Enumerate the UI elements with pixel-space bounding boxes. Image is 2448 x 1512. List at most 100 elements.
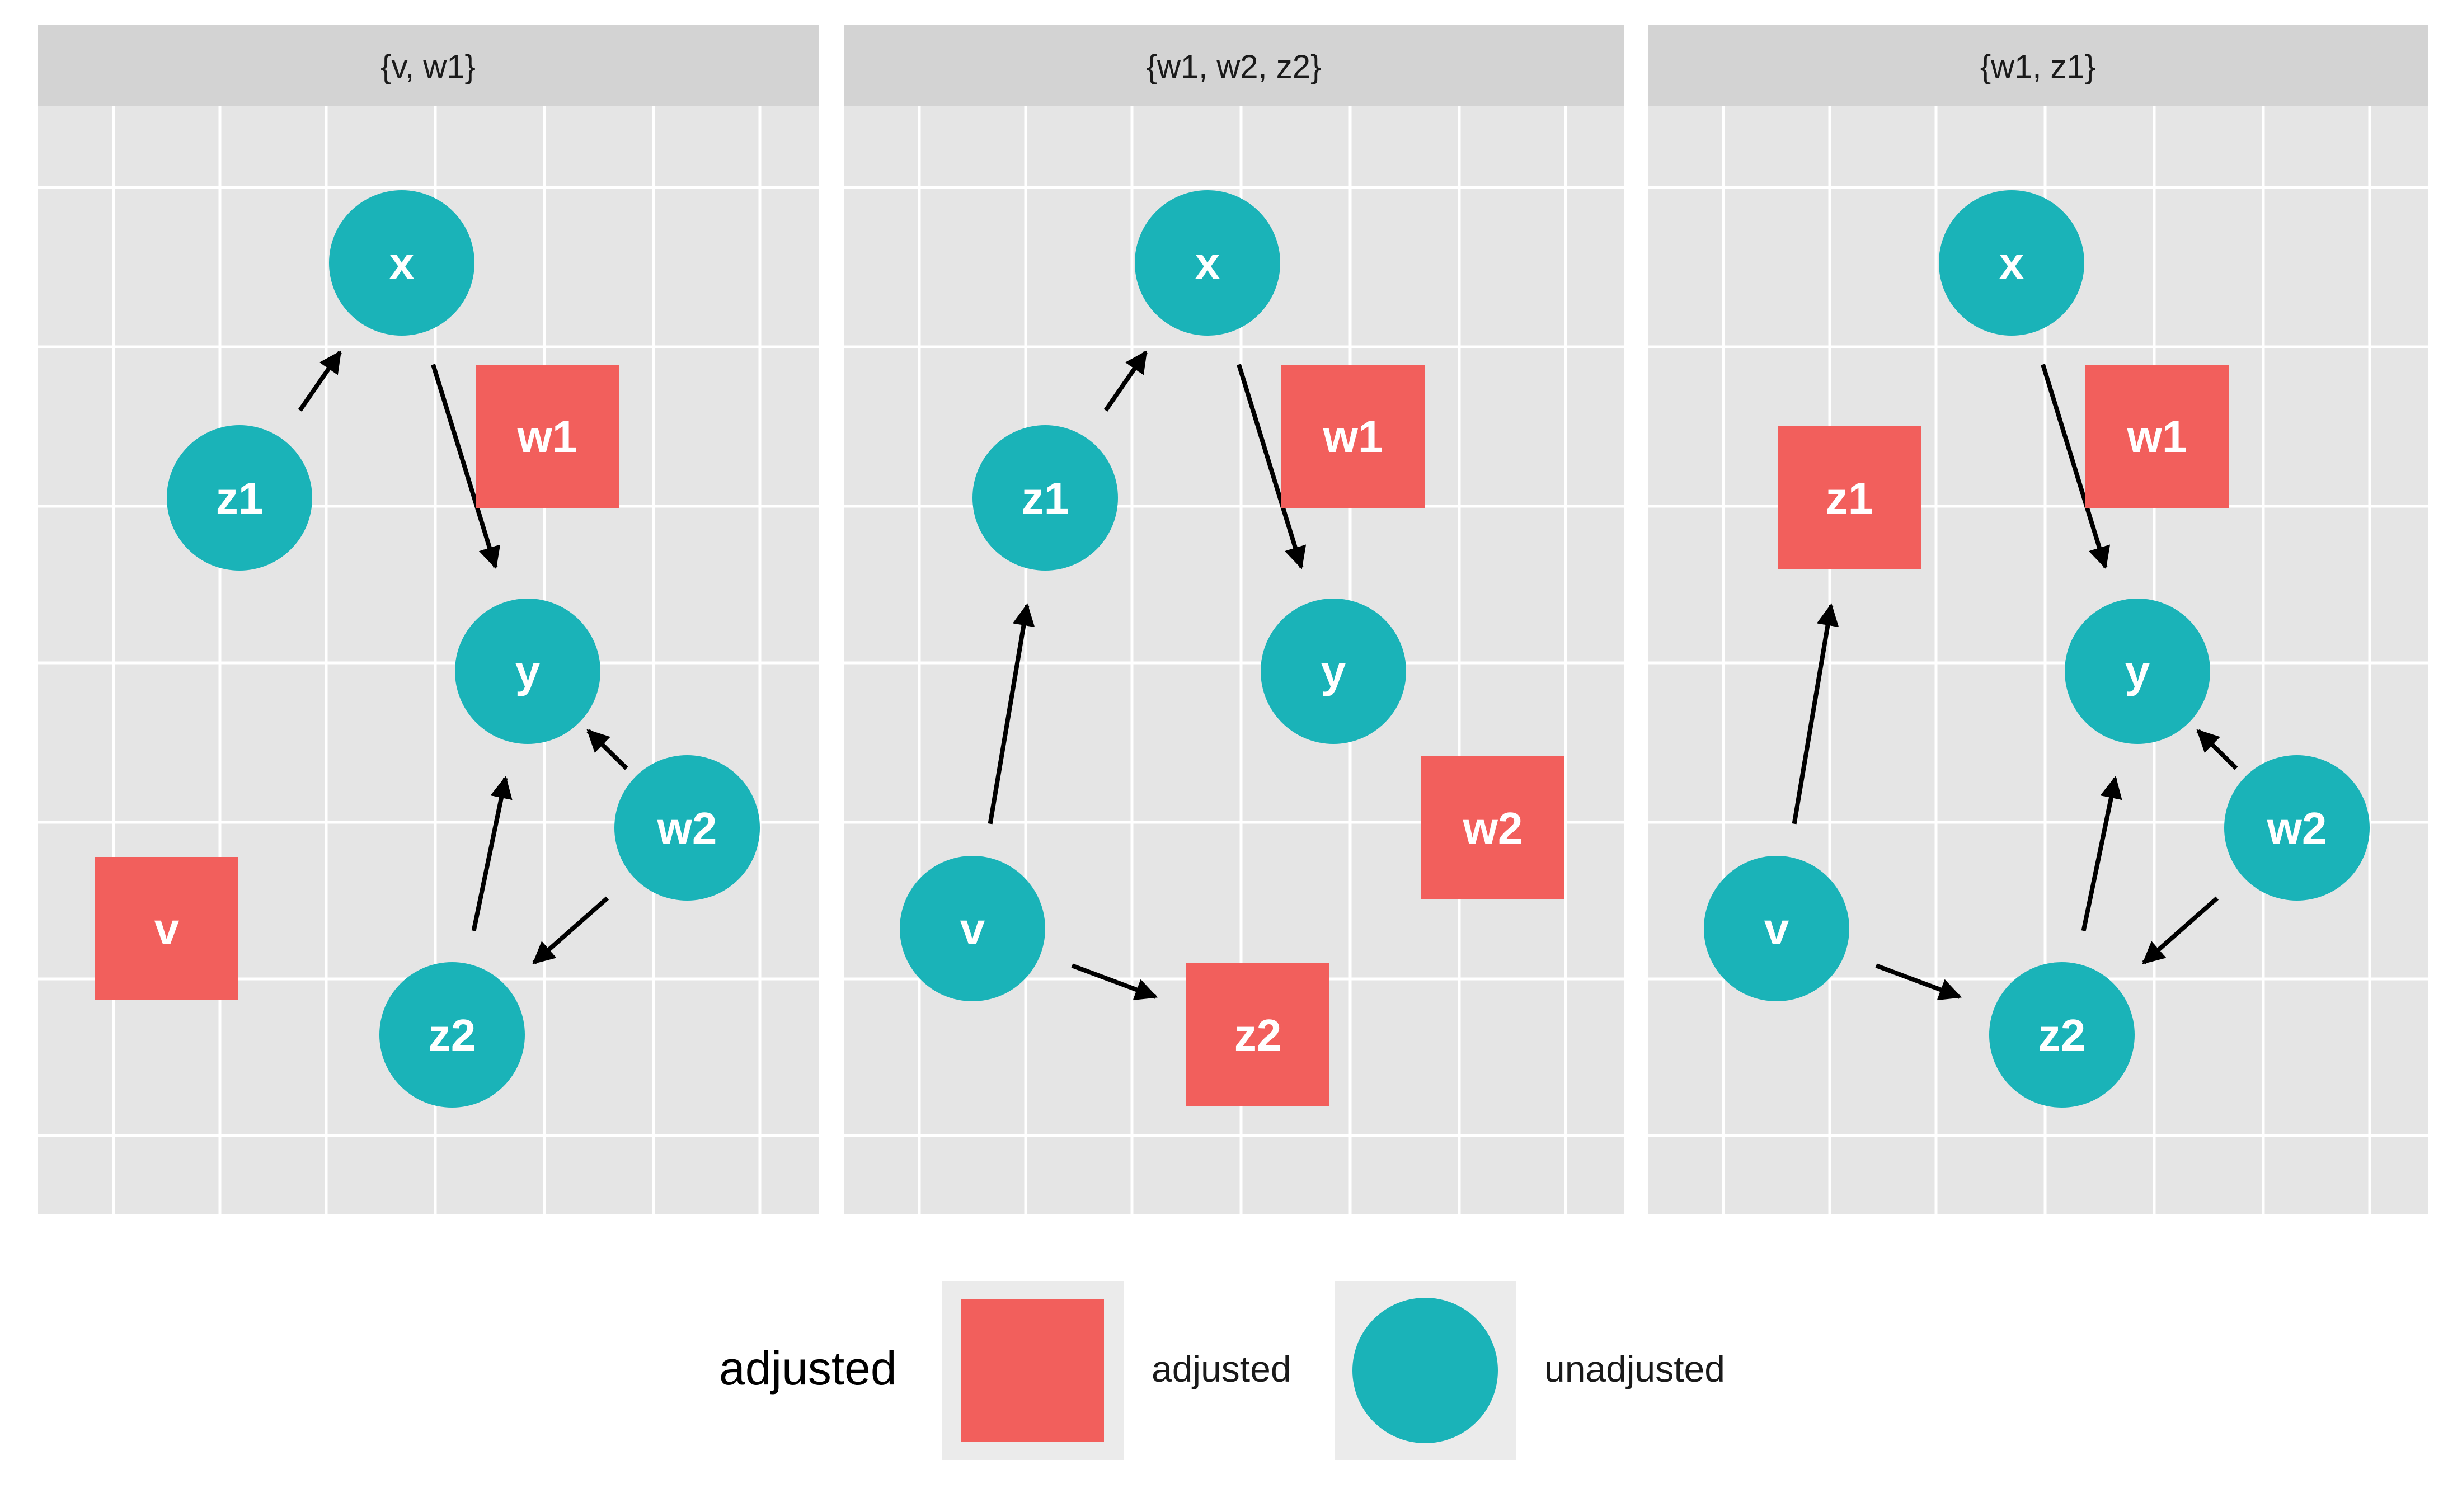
panel-title: {w1, w2, z2} (1147, 49, 1322, 85)
node-y: y (2065, 599, 2210, 744)
edge-w2-to-z2 (532, 896, 609, 965)
node-label-y: y (2125, 647, 2150, 696)
edge-v-to-z2 (1875, 963, 1962, 1001)
node-label-w1: w1 (517, 412, 577, 461)
node-square-z1 (1778, 426, 1921, 569)
node-label-w2: w2 (2267, 803, 2327, 853)
panel-title: {w1, z1} (1980, 49, 2095, 85)
edge-w2-to-y (586, 729, 628, 770)
node-label-v: v (1764, 904, 1789, 954)
node-circle-y (2065, 599, 2210, 744)
node-z1: z1 (1778, 426, 1921, 569)
panel-title: {v, w1} (380, 49, 476, 85)
node-circle-y (1261, 599, 1406, 744)
node-square-z2 (1186, 963, 1329, 1106)
node-circle-y (455, 599, 600, 744)
legend-label-unadjusted: unadjusted (1544, 1348, 1725, 1389)
panel-nodes: x w1 z1 y w2 v z2 (1704, 190, 2370, 1108)
node-circle-v (1704, 856, 1849, 1001)
edge-z2-to-y (471, 775, 513, 931)
node-label-z2: z2 (429, 1010, 476, 1060)
node-z1: z1 (167, 425, 312, 571)
node-circle-w2 (614, 755, 760, 901)
node-circle-z2 (379, 962, 525, 1108)
edge-x-to-y (431, 364, 501, 569)
node-label-y: y (1321, 647, 1346, 696)
node-label-v: v (960, 904, 985, 954)
edge-z1-to-x (1103, 350, 1148, 412)
node-square-v (95, 857, 238, 1000)
node-circle-z2 (1989, 962, 2135, 1108)
edge-x-to-y (1237, 364, 1307, 569)
panel-strip (1648, 25, 2428, 106)
legend-circle-icon (1352, 1298, 1498, 1443)
node-x: x (1939, 190, 2084, 336)
edge-v-to-z2 (1071, 963, 1158, 1001)
panel-strip (844, 25, 1624, 106)
node-circle-v (900, 856, 1045, 1001)
node-label-z2: z2 (1234, 1010, 1282, 1060)
node-circle-x (329, 190, 474, 336)
node-square-w2 (1421, 756, 1564, 899)
panel-3: {w1, z1} x w1 z1 y w2 v z2 (1648, 25, 2428, 1214)
node-label-x: x (1195, 238, 1220, 288)
node-x: x (1135, 190, 1280, 336)
panel-edges (988, 350, 1307, 1001)
edge-v-to-z1 (988, 603, 1035, 825)
node-v: v (95, 857, 238, 1000)
node-w2: w2 (1421, 756, 1564, 899)
node-w1: w1 (476, 365, 619, 508)
edge-x-to-y (2041, 364, 2111, 569)
node-label-x: x (389, 238, 415, 288)
node-circle-w2 (2224, 755, 2370, 901)
node-label-w2: w2 (1463, 803, 1523, 853)
node-w1: w1 (2085, 365, 2229, 508)
node-label-w1: w1 (2127, 412, 2187, 461)
node-label-z1: z1 (216, 473, 264, 523)
node-square-w1 (2085, 365, 2229, 508)
node-v: v (900, 856, 1045, 1001)
node-label-w1: w1 (1323, 412, 1383, 461)
panel-2: {w1, w2, z2} x w1 z1 y w2 v z2 (844, 25, 1624, 1214)
node-z2: z2 (1989, 962, 2135, 1108)
node-label-w2: w2 (657, 803, 717, 853)
edge-w2-to-y (2196, 729, 2238, 770)
node-y: y (455, 599, 600, 744)
edge-z2-to-y (2081, 775, 2122, 931)
panel-edges (1792, 364, 2238, 1001)
node-label-z1: z1 (1826, 473, 1873, 523)
legend-label-adjusted: adjusted (1152, 1348, 1291, 1389)
node-x: x (329, 190, 474, 336)
node-z1: z1 (972, 425, 1118, 571)
panel-edges (298, 350, 628, 965)
node-label-v: v (154, 904, 180, 954)
node-circle-z1 (972, 425, 1118, 571)
panel-nodes: x w1 z1 y w2 v z2 (95, 190, 760, 1108)
node-label-z1: z1 (1022, 473, 1069, 523)
panel-1: {v, w1} x w1 z1 y w2 v z2 (38, 25, 819, 1214)
legend-square-icon (961, 1299, 1104, 1442)
node-z2: z2 (379, 962, 525, 1108)
node-w2: w2 (614, 755, 760, 901)
node-label-x: x (1999, 238, 2024, 288)
node-v: v (1704, 856, 1849, 1001)
node-square-w1 (1281, 365, 1425, 508)
legend-item-adjusted: adjusted (942, 1281, 1291, 1460)
node-w2: w2 (2224, 755, 2370, 901)
node-circle-x (1939, 190, 2084, 336)
node-w1: w1 (1281, 365, 1425, 508)
node-label-z2: z2 (2038, 1010, 2086, 1060)
legend-item-unadjusted: unadjusted (1335, 1281, 1725, 1460)
legend: adjusted adjusted unadjusted (719, 1281, 1725, 1460)
node-circle-z1 (167, 425, 312, 571)
panel-nodes: x w1 z1 y w2 v z2 (900, 190, 1564, 1106)
node-label-y: y (515, 647, 541, 696)
edge-v-to-z1 (1792, 603, 1839, 825)
edge-w2-to-z2 (2142, 896, 2219, 965)
node-square-w1 (476, 365, 619, 508)
node-circle-x (1135, 190, 1280, 336)
node-y: y (1261, 599, 1406, 744)
legend-title: adjusted (719, 1342, 897, 1395)
panel-strip (38, 25, 819, 106)
